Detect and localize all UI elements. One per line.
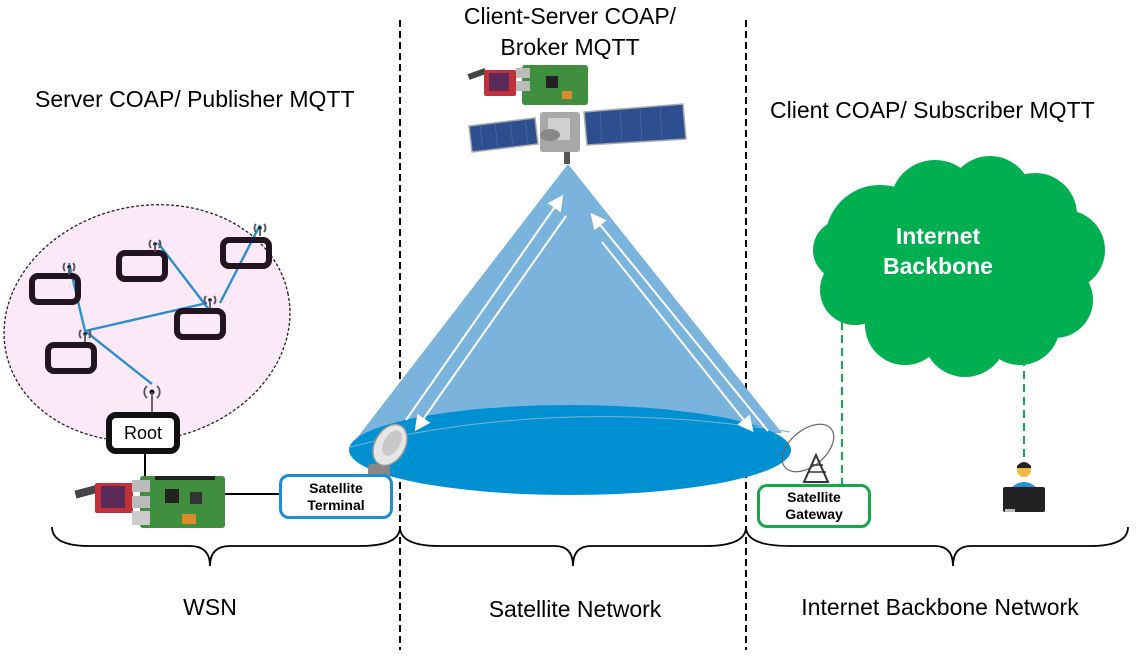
uplink-arrow-left	[405, 194, 564, 421]
sensor-node	[220, 237, 272, 269]
antenna-icon	[148, 239, 162, 252]
brace-satellite	[399, 526, 747, 567]
antenna-icon	[62, 262, 76, 275]
uplink-arrow-right	[590, 212, 769, 432]
section-label-satellite: Satellite Network	[488, 596, 662, 622]
antenna-icon	[143, 385, 161, 412]
downlink-arrow-right	[601, 241, 754, 433]
antenna-icon	[203, 295, 217, 308]
broker-board-icon	[467, 65, 588, 105]
cloud-label-line1: Internet	[895, 223, 981, 249]
downlink-arrow-left	[414, 215, 567, 432]
sensor-node	[116, 250, 168, 282]
satellite-terminal-label-line1: Satellite	[309, 479, 363, 496]
user-laptop-icon	[1003, 462, 1045, 512]
section-label-internet: Internet Backbone Network	[801, 594, 1079, 620]
section-braces	[51, 526, 1129, 567]
satellite-dish-gateway-icon	[781, 423, 835, 483]
wsn-gateway-board-icon	[74, 476, 225, 528]
satellite-terminal-box: Satellite Terminal	[279, 474, 393, 519]
role-center-line1: Client-Server COAP/	[463, 3, 677, 29]
satellite-gateway-label-line2: Gateway	[785, 506, 843, 522]
antenna-icon	[78, 329, 92, 342]
sensor-node	[45, 342, 97, 374]
internet-backbone-cloud	[813, 156, 1105, 377]
antenna-icon	[253, 223, 267, 236]
sensor-node	[29, 273, 81, 305]
role-left: Server COAP/ Publisher MQTT	[35, 86, 355, 112]
brace-internet	[745, 526, 1129, 567]
cloud-label: Internet Backbone	[838, 221, 1038, 281]
satellite-terminal-label-line2: Terminal	[307, 496, 365, 513]
uplink-downlink-arrows	[405, 194, 769, 433]
cloud-label-line2: Backbone	[883, 253, 993, 279]
sensor-node	[174, 308, 226, 340]
satellite-gateway-label-line1: Satellite	[787, 489, 841, 505]
satellite-beam	[349, 164, 791, 495]
role-right: Client COAP/ Subscriber MQTT	[770, 97, 1095, 123]
satellite-gateway-box: Satellite Gateway	[757, 484, 871, 528]
role-center-line2: Broker MQTT	[500, 34, 640, 60]
antenna-icons	[62, 223, 267, 412]
root-node-label: Root	[123, 422, 163, 443]
brace-wsn	[51, 526, 401, 567]
root-node: Root	[106, 412, 180, 454]
sensor-nodes	[29, 237, 272, 374]
section-label-wsn: WSN	[183, 594, 237, 620]
satellite-icon	[468, 103, 687, 164]
